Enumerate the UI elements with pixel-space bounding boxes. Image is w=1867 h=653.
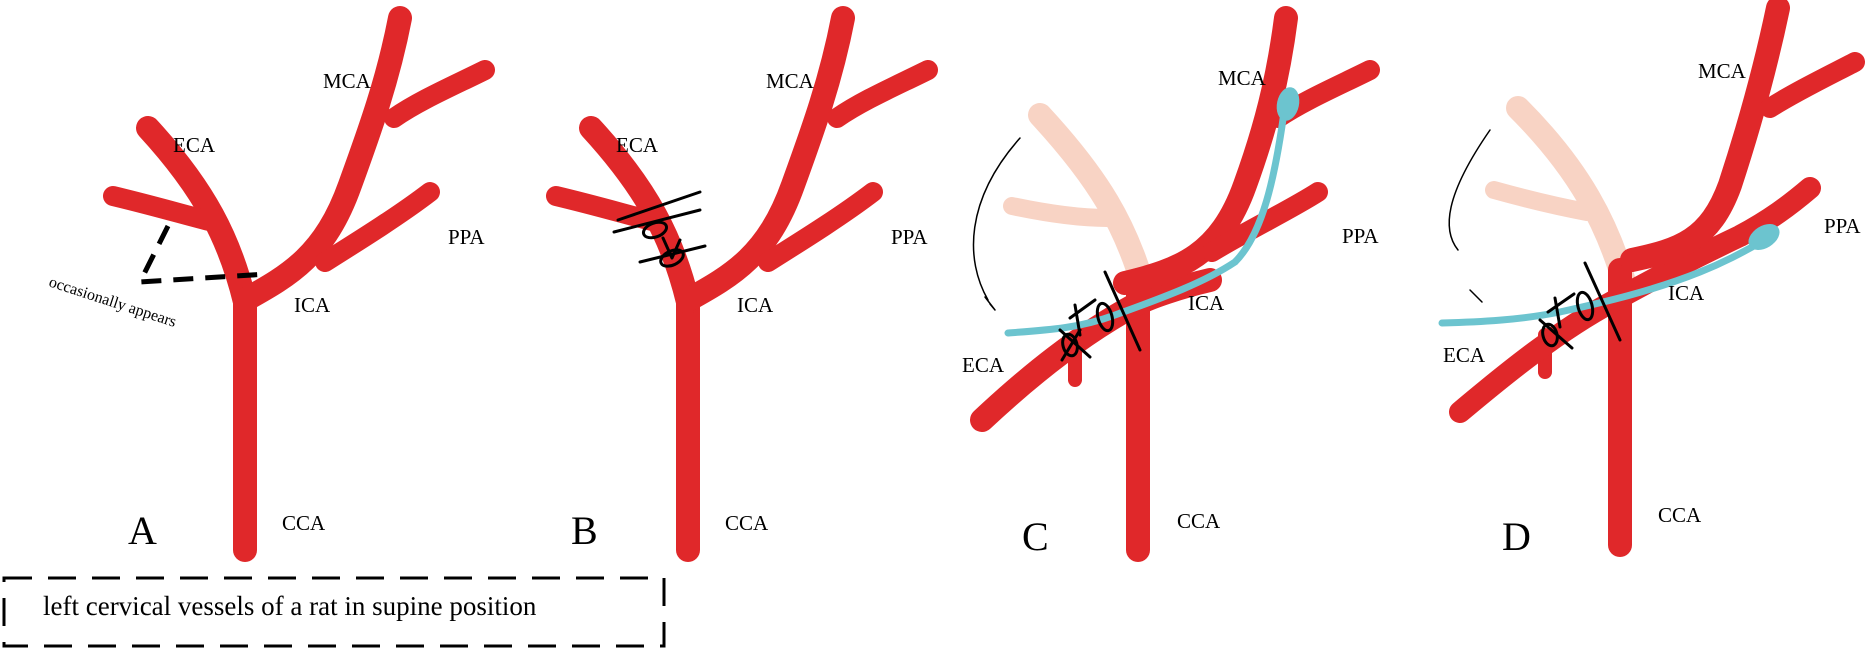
panel-letter-a: A [128,508,157,553]
panel-letter-d: D [1502,514,1531,559]
filament-tip [1748,224,1780,250]
label-ppa: PPA [1824,214,1861,238]
ica-vessel [1620,0,1790,272]
label-ica: ICA [1188,291,1225,315]
suture-ligatures [1538,261,1622,350]
panel-letter-b: B [571,508,598,553]
caption-text: left cervical vessels of a rat in supine… [43,591,537,621]
label-mca: MCA [766,69,815,93]
original-eca-branch-faded [1485,181,1596,221]
label-cca: CCA [1658,503,1702,527]
ppa-branch [758,182,883,272]
ppa-branch [1202,182,1328,262]
ica-vessel [1113,6,1298,295]
caption-dashed-border [2,576,666,648]
suture-ligature [612,190,707,268]
filament [1438,236,1769,327]
occasional-branch-dashed [137,224,269,285]
label-eca: ECA [616,133,659,157]
panel-d: ECA MCA PPA ICA CCA D [1438,0,1865,559]
mca-branch [1760,52,1865,118]
filament [1004,101,1289,337]
label-cca: CCA [282,511,326,535]
label-ica: ICA [1668,281,1705,305]
label-ica: ICA [737,293,774,317]
suture-ligatures [1058,270,1142,362]
label-cca: CCA [725,511,769,535]
rotation-arrow [984,296,996,311]
ica-vessel [676,6,855,312]
label-eca: ECA [173,133,216,157]
panel-c: ECA MCA PPA ICA CCA C [962,6,1380,562]
eca-side-branch [546,186,666,232]
mca-branch [384,60,495,128]
caption-box: left cervical vessels of a rat in supine… [2,576,666,648]
label-mca: MCA [323,69,372,93]
label-ppa: PPA [891,225,928,249]
filament-tip [1276,87,1300,121]
label-eca: ECA [962,353,1005,377]
original-eca-branch-faded [1003,197,1116,227]
label-ppa: PPA [1342,224,1379,248]
rotation-arc [1448,129,1491,251]
label-mca: MCA [1698,59,1747,83]
panel-letter-c: C [1022,514,1049,559]
label-cca: CCA [1177,509,1221,533]
panel-b: ECA MCA PPA ICA CCA B [546,6,938,562]
rotation-arc [972,137,1021,301]
panel-a: ECA MCA PPA ICA CCA occasionally appears… [47,6,495,562]
ppa-branch [315,182,440,272]
ica-vessel [233,6,412,312]
label-eca: ECA [1443,343,1486,367]
label-mca: MCA [1218,66,1267,90]
mca-branch [827,60,938,128]
eca-vessel [1449,177,1821,423]
original-eca-position-faded [1028,103,1155,297]
eca-side-branch [103,186,223,232]
label-ppa: PPA [448,225,485,249]
label-ica: ICA [294,293,331,317]
rotation-arrow [1469,289,1483,303]
